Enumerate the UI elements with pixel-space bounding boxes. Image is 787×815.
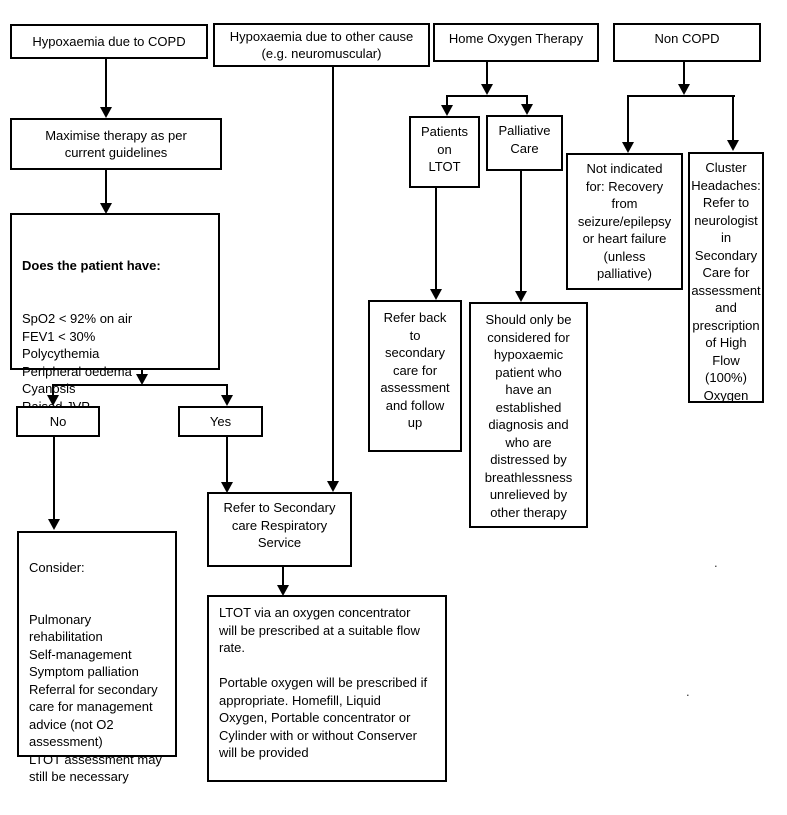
does-patient-have-heading: Does the patient have: — [22, 258, 161, 273]
connector-junction-no — [52, 386, 54, 396]
arrowhead-noncopd-junction — [678, 84, 690, 95]
node-palliative-care: Palliative Care — [486, 115, 563, 171]
arrowhead-junction-no — [47, 395, 59, 406]
connector-junction-bar — [52, 384, 228, 386]
connector-does-junction — [141, 370, 143, 375]
node-does-patient-have: Does the patient have: SpO2 < 92% on air… — [10, 213, 220, 414]
arrowhead-maximise-does — [100, 203, 112, 214]
node-refer-back: Refer back to secondary care for assessm… — [368, 300, 462, 452]
connector-maximise-does — [105, 170, 107, 203]
connector-other-cause-refer-secondary — [332, 67, 334, 481]
arrowhead-refer-secondary-ltot — [277, 585, 289, 596]
arrowhead-junction-yes — [221, 395, 233, 406]
connector-hot-palliative — [526, 97, 528, 104]
node-hypoxaemia-copd: Hypoxaemia due to COPD — [10, 24, 208, 59]
arrowhead-palliative-should-only — [515, 291, 527, 302]
arrowhead-hot-junction — [481, 84, 493, 95]
connector-noncopd-cluster — [732, 97, 734, 140]
consider-items: Pulmonary rehabilitation Self-management… — [29, 611, 162, 785]
connector-noncopd-bar — [627, 95, 735, 97]
node-patients-on-ltot: Patients on LTOT — [409, 116, 480, 188]
arrowhead-hot-patients — [441, 105, 453, 116]
node-refer-secondary-care: Refer to Secondary care Respiratory Serv… — [207, 492, 352, 567]
connector-noncopd-not-indicated — [627, 97, 629, 142]
arrowhead-no-consider — [48, 519, 60, 530]
arrowhead-other-cause-refer-secondary — [327, 481, 339, 492]
connector-refer-secondary-ltot — [282, 567, 284, 585]
node-non-copd: Non COPD — [613, 23, 761, 62]
arrowhead-noncopd-not-indicated — [622, 142, 634, 153]
node-hypoxaemia-other-cause: Hypoxaemia due to other cause (e.g. neur… — [213, 23, 430, 67]
connector-hot-patients — [446, 97, 448, 105]
stray-dot-2: . — [686, 684, 690, 699]
stray-dot-1: . — [714, 555, 718, 570]
node-ltot-provision: LTOT via an oxygen concentrator will be … — [207, 595, 447, 782]
node-not-indicated: Not indicated for: Recovery from seizure… — [566, 153, 683, 290]
connector-noncopd-junction — [683, 62, 685, 84]
arrowhead-noncopd-cluster — [727, 140, 739, 151]
connector-patients-refer-back — [435, 188, 437, 289]
node-home-oxygen-therapy: Home Oxygen Therapy — [433, 23, 599, 62]
arrowhead-patients-refer-back — [430, 289, 442, 300]
consider-title: Consider: — [29, 559, 85, 575]
node-yes: Yes — [178, 406, 263, 437]
connector-hot-junction — [486, 62, 488, 84]
connector-copd-maximise — [105, 59, 107, 107]
node-consider: Consider: Pulmonary rehabilitation Self-… — [17, 531, 177, 784]
node-cluster-headaches: Cluster Headaches: Refer to neurologist … — [688, 152, 764, 403]
node-should-only-be-considered: Should only be considered for hypoxaemic… — [469, 302, 588, 528]
connector-palliative-should-only — [520, 171, 522, 291]
connector-hot-bar — [446, 95, 528, 97]
arrowhead-yes-refer-secondary — [221, 482, 233, 493]
connector-junction-yes — [226, 386, 228, 396]
node-maximise-therapy: Maximise therapy as per current guidelin… — [10, 118, 222, 170]
arrowhead-copd-maximise — [100, 107, 112, 118]
arrowhead-does-junction — [136, 374, 148, 385]
connector-no-consider — [53, 437, 55, 519]
node-no: No — [16, 406, 100, 437]
connector-yes-refer-secondary — [226, 437, 228, 482]
arrowhead-hot-palliative — [521, 104, 533, 115]
